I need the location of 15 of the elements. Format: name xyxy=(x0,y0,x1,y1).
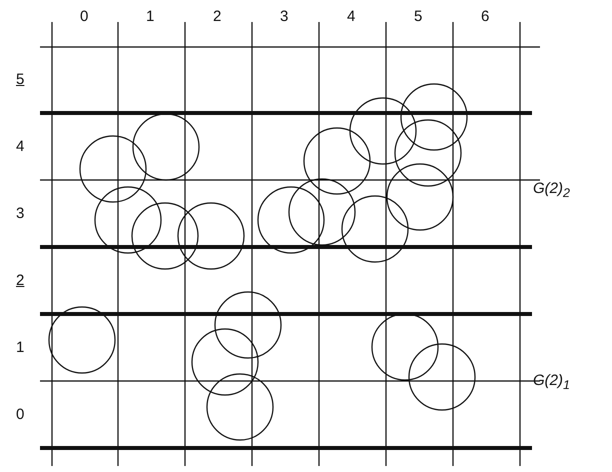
line-label: G(2)$_{2}$ xyxy=(533,180,570,202)
line-label: G(2)$_{1}$ xyxy=(533,372,570,394)
column-number: 6 xyxy=(481,8,490,26)
column-number: 5 xyxy=(414,8,422,26)
row-number: 3 xyxy=(16,205,24,223)
column-number: 3 xyxy=(280,8,288,26)
row-number: 1 xyxy=(16,339,24,357)
column-number: 2 xyxy=(213,8,222,26)
row-number: 2 xyxy=(16,272,24,290)
column-number: 1 xyxy=(146,8,154,26)
row-number: 0 xyxy=(16,406,24,424)
column-number: 0 xyxy=(80,8,88,26)
row-number: 5 xyxy=(16,71,24,89)
row-number: 4 xyxy=(16,138,24,156)
column-number: 4 xyxy=(347,8,356,26)
